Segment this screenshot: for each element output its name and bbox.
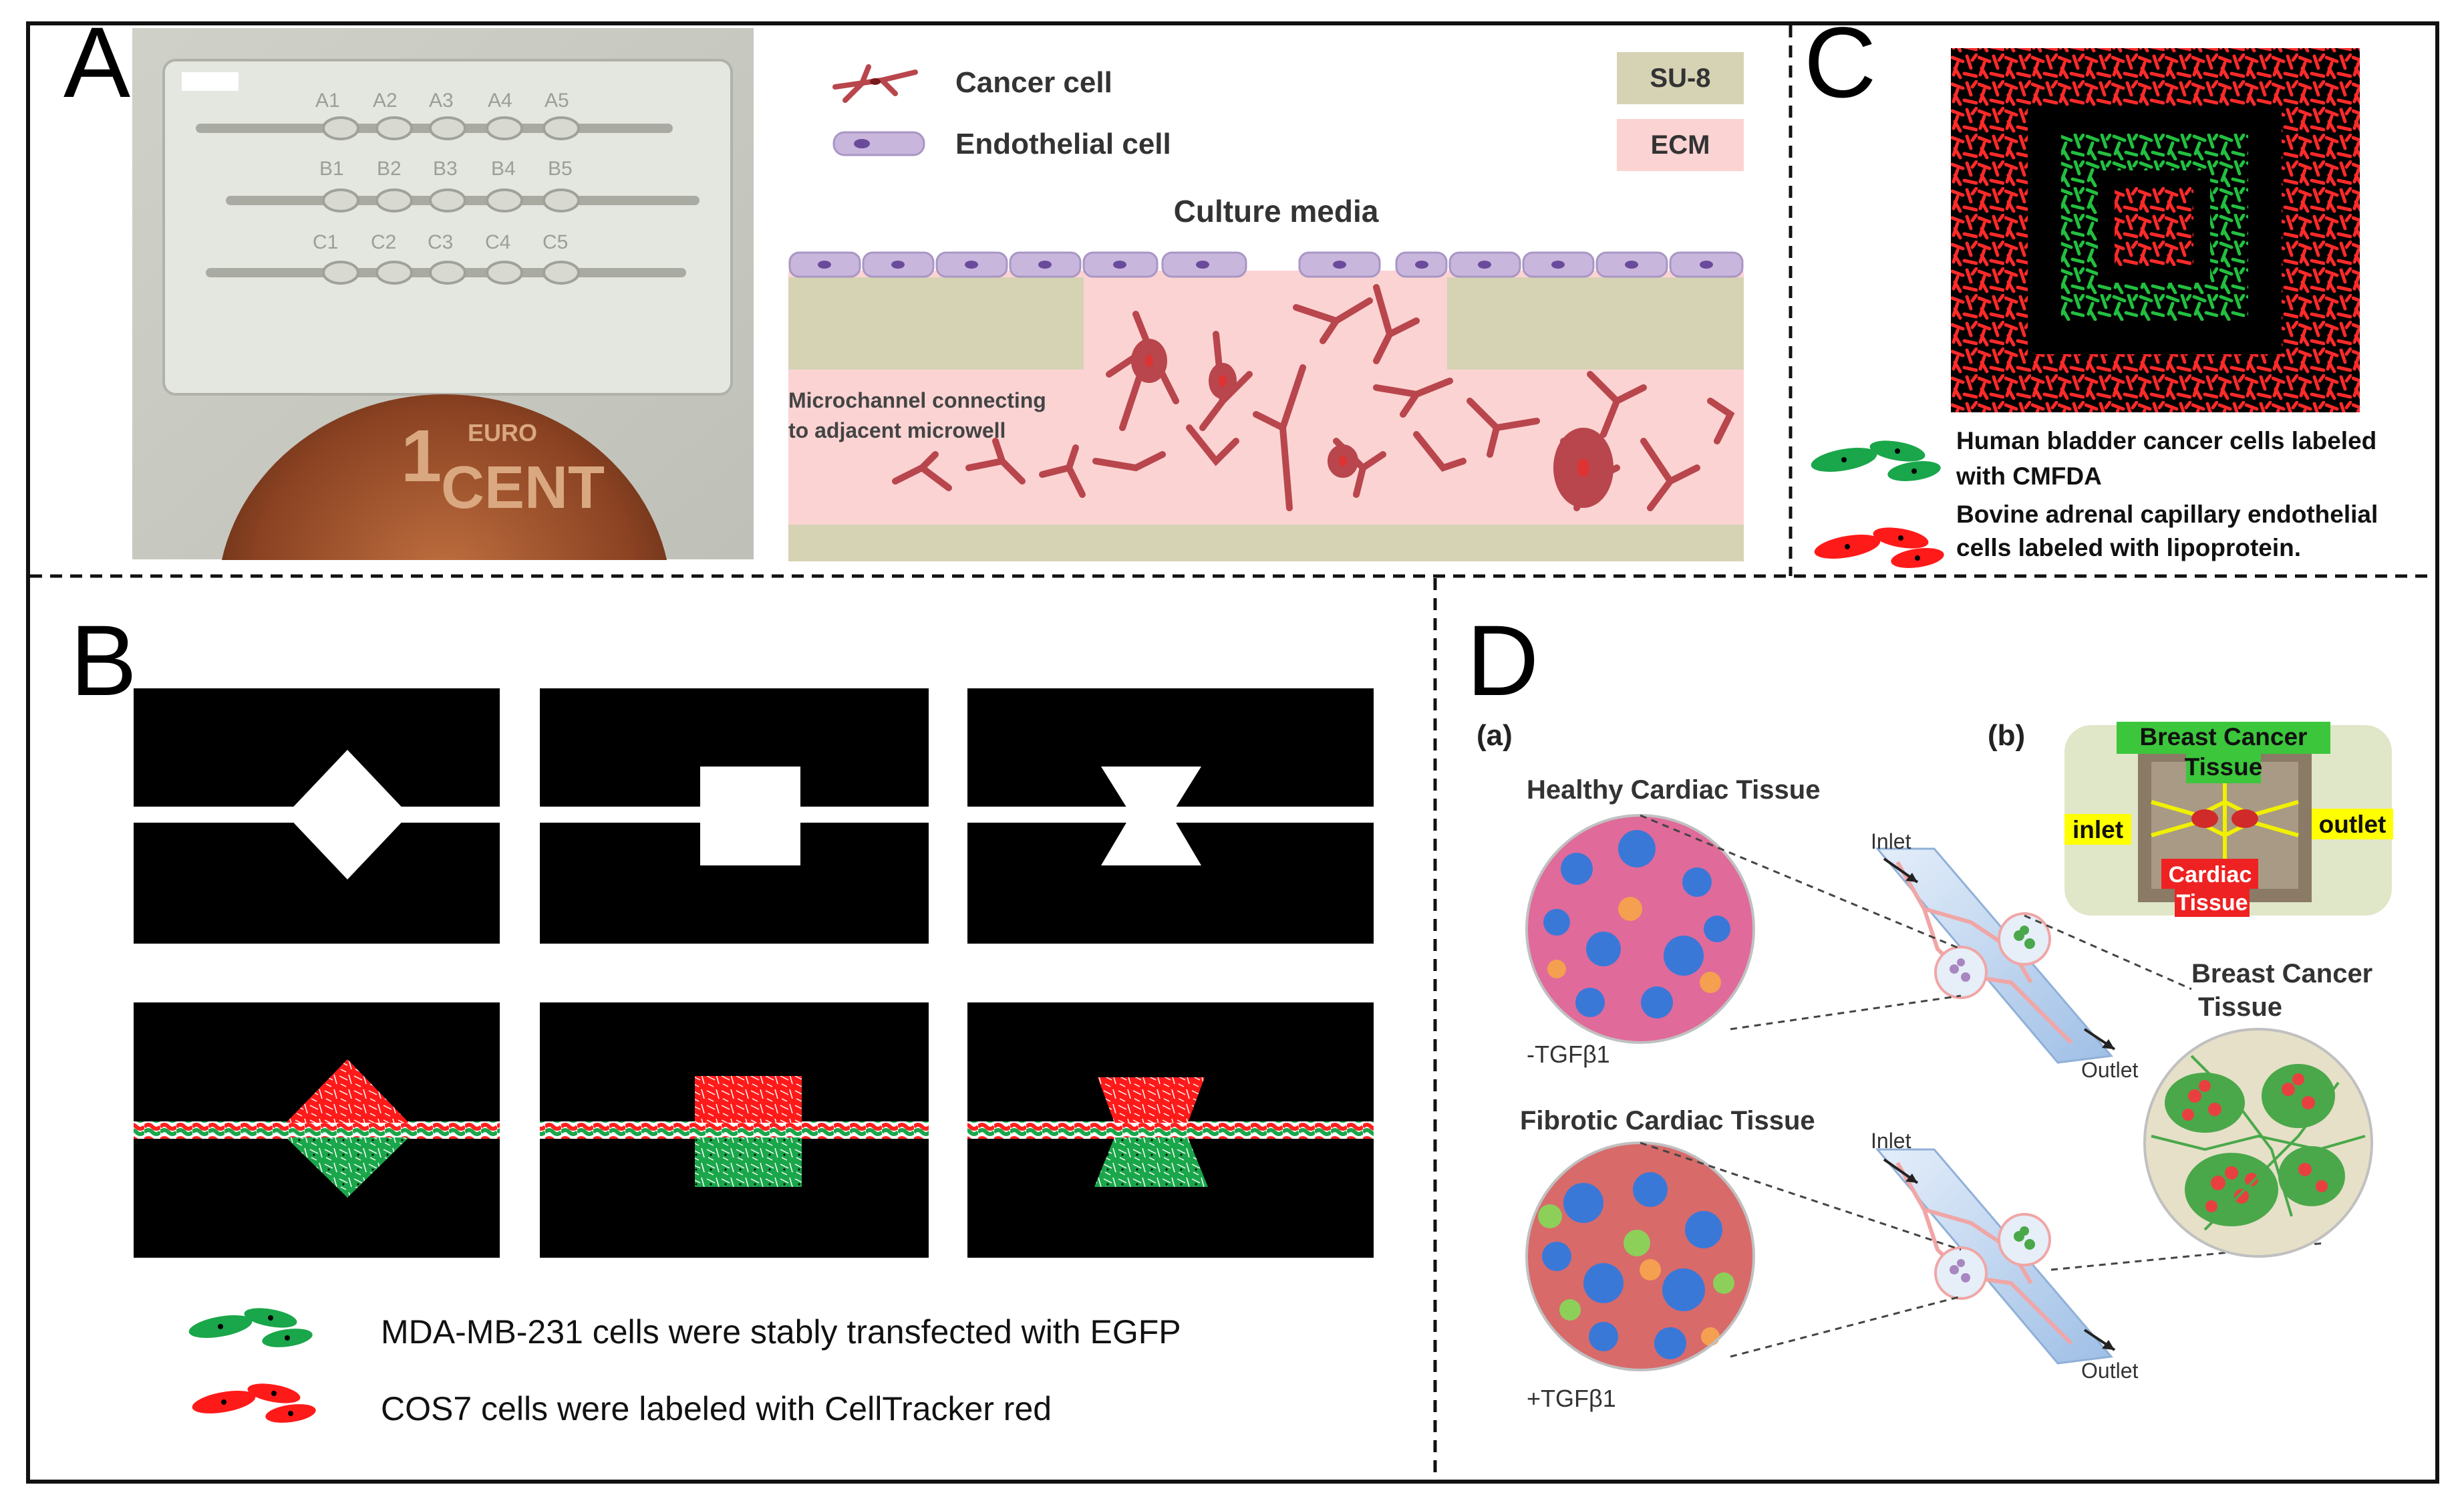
well-label-c4: C4 [485,231,510,253]
coin-euro-text: EURO [468,419,537,446]
outer-border [26,21,2439,1484]
pdms-chip [162,59,733,396]
outlet-label-bottom: Outlet [2081,1359,2138,1383]
photo-breast-cancer-line1: Breast Cancer [2140,723,2308,750]
panel-d-sub-b: (b) [1988,719,2025,752]
photo-breast-cancer-line2: Tissue [2185,753,2263,781]
panel-d: D (a) (b) Healthy Cardiac Tissue Fibroti… [1467,604,2393,1412]
panel-a: A1 A2 A3 A4 A5 B1 B2 B3 B4 B5 C1 C2 C3 C… [63,6,1744,827]
chamber-design-diamond [134,688,500,944]
panel-borders [26,21,2439,1484]
panel-b: B [70,604,1374,1427]
panel-d-sub-a: (a) [1477,719,1513,752]
panel-c-red-legend-line2: cells labeled with lipoprotein. [1956,534,2301,561]
cancer-cell-legend-icon [832,64,918,103]
endothelial-nuclei [818,261,1713,269]
panel-c-green-legend-line2: with CMFDA [1956,462,2102,490]
outlet-label-top: Outlet [2081,1058,2138,1082]
coin-numeral: 1 [401,415,442,497]
panel-c-green-legend-line1: Human bladder cancer cells labeled [1956,427,2376,454]
legend-ecm: ECM [1651,130,1710,160]
su8-legend-box [1617,52,1744,104]
chamber-design-square [540,688,929,944]
panel-b-letter: B [70,604,137,716]
ecm-legend-box [1617,119,1744,171]
well-label-a1: A1 [315,90,340,112]
panel-c-green-legend-icon [1811,440,1941,481]
panel-b-red-legend-icon [192,1383,316,1423]
well-label-c1: C1 [313,231,338,253]
coculture-square [540,1002,929,1258]
chip-wells [322,116,580,285]
photo-inlet-label: inlet [2072,816,2123,843]
chamber-design-hourglass [967,688,1374,944]
panel-d-letter: D [1467,604,1539,716]
minus-tgf-label: -TGFβ1 [1527,1041,1610,1068]
panel-c-red-legend-line1: Bovine adrenal capillary endothelial [1956,501,2378,528]
well-label-b3: B3 [433,158,458,180]
well-label-c5: C5 [543,231,568,253]
well-label-a4: A4 [488,90,512,112]
well-label-a3: A3 [429,90,454,112]
panel-b-green-legend: MDA-MB-231 cells were stably transfected… [381,1313,1181,1351]
inlet-label-bottom: Inlet [1871,1129,1911,1153]
well-label-b5: B5 [548,158,573,180]
microchannel-label-line2: to adjacent microwell [788,418,1006,442]
coculture-hourglass [967,1002,1374,1258]
plus-tgf-label: +TGFβ1 [1527,1385,1616,1412]
microfluidic-chip-bottom [1875,1148,2113,1365]
su8-block-left [788,277,1084,370]
fibrotic-tissue-label: Fibrotic Cardiac Tissue [1520,1106,1815,1135]
panel-b-green-legend-icon [188,1308,313,1347]
inlet-label-top: Inlet [1871,829,1911,853]
breast-cancer-label-line2: Tissue [2198,992,2282,1022]
photo-cardiac-line1: Cardiac [2169,862,2252,887]
panel-c: C Human bladder cancer cells labeled wit… [1804,6,2378,568]
cancer-cells [892,284,1735,511]
photo-outlet-label: outlet [2319,811,2386,838]
well-label-b1: B1 [319,158,344,180]
panel-c-red-legend-icon [1814,527,1944,568]
photo-cardiac-line2: Tissue [2176,890,2248,916]
breast-cancer-tissue-circle [2143,1028,2373,1258]
well-label-b2: B2 [377,158,402,180]
red-cell-center [2115,187,2193,266]
legend-cancer-cell: Cancer cell [955,66,1112,99]
endothelial-cell-legend-icon [832,131,925,156]
legend-endothelial-cell: Endothelial cell [955,128,1171,160]
fibrotic-tissue-circle [1525,1141,1755,1371]
microchannel-label-line1: Microchannel connecting [788,388,1046,412]
microwell-cross-section: Microchannel connecting to adjacent micr… [788,251,1744,561]
breast-cancer-label-line1: Breast Cancer [2191,959,2372,988]
coin-cent-text: CENT [441,454,605,521]
well-label-b4: B4 [491,158,516,180]
well-label-c3: C3 [428,231,453,253]
healthy-tissue-label: Healthy Cardiac Tissue [1527,775,1820,805]
su8-block-right [1447,277,1744,370]
healthy-tissue-circle [1525,814,1755,1044]
coculture-diamond [134,1002,500,1258]
well-label-a2: A2 [373,90,398,112]
microfluidic-chip-top [1875,847,2113,1064]
culture-media-label: Culture media [1174,194,1379,229]
organ-on-chip-photo: Breast Cancer Tissue inlet outlet Cardia… [2064,722,2393,917]
chip-well-labels: A1 A2 A3 A4 A5 B1 B2 B3 B4 B5 C1 C2 C3 C… [313,90,573,253]
cancer-nuclei [1145,355,1589,477]
panel-a-legend: Cancer cell Endothelial cell SU-8 ECM [832,52,1744,171]
well-label-c2: C2 [371,231,396,253]
well-label-a5: A5 [545,90,569,112]
panel-b-red-legend: COS7 cells were labeled with CellTracker… [381,1390,1052,1427]
legend-su8: SU-8 [1650,63,1710,93]
su8-base [788,525,1744,561]
